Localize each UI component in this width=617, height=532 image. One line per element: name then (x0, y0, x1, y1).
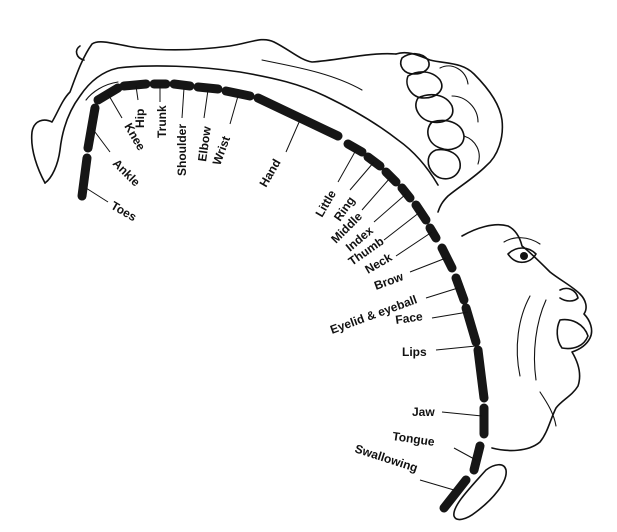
segment-brow (437, 243, 457, 273)
label-trunk: Trunk (155, 105, 169, 138)
mouth-outline (556, 318, 589, 350)
label-jaw: Jaw (412, 405, 435, 419)
segment-eyelid (451, 273, 469, 305)
leg-trunk-arm-outline (30, 38, 397, 184)
leader-ankle (91, 127, 111, 153)
face-profile (461, 223, 593, 452)
label-lips: Lips (402, 345, 427, 359)
leader-hand (285, 119, 301, 153)
leader-neck (395, 231, 433, 257)
finger-4 (427, 119, 465, 151)
leader-ring (349, 161, 375, 191)
segment-little (343, 139, 367, 157)
segment-thumb (411, 200, 431, 225)
leader-brow (409, 257, 447, 273)
label-wrist: Wrist (210, 134, 233, 167)
segment-middle (381, 167, 401, 187)
leader-toes (85, 187, 109, 203)
cheek-line-1 (516, 295, 531, 377)
eye-outline (507, 247, 537, 264)
hand-outline (395, 51, 504, 213)
leader-middle (361, 177, 391, 211)
segment-swallowing (439, 475, 471, 513)
leader-eyelid (425, 287, 459, 299)
finger-5 (427, 148, 461, 180)
finger-1 (399, 52, 430, 75)
segment-elbow (193, 82, 223, 94)
leader-index (373, 193, 407, 223)
finger-2 (406, 71, 443, 99)
label-tongue: Tongue (392, 429, 436, 449)
segment-face (461, 303, 481, 347)
finger-tips (439, 65, 480, 165)
label-swallowing: Swallowing (353, 442, 419, 476)
foot-outline (75, 45, 85, 61)
leader-wrist (229, 95, 239, 125)
leader-swallowing (419, 479, 455, 491)
nose-outline (559, 287, 579, 302)
label-hip: Hip (133, 109, 147, 128)
cortex-segments (77, 79, 489, 513)
segment-tongue (469, 441, 485, 475)
limb-inner-outline (44, 65, 439, 186)
leader-jaw (441, 411, 483, 417)
body-outline (30, 38, 504, 213)
leader-little (337, 149, 357, 183)
leader-hip (135, 85, 139, 101)
leader-tongue (453, 447, 477, 461)
segment-ankle (83, 103, 100, 153)
face-outline (461, 223, 593, 452)
segment-hip (119, 79, 151, 91)
label-elbow: Elbow (195, 125, 214, 163)
cheek-line-2 (533, 299, 547, 381)
label-ankle: Ankle (110, 156, 143, 189)
segment-neck (425, 223, 441, 243)
leader-elbow (203, 89, 209, 119)
segment-hand (253, 93, 343, 141)
segment-lips (473, 345, 489, 403)
eyeball (520, 252, 528, 260)
labels: Toes Ankle Knee Hip Trunk Shoulder Elbow… (109, 105, 436, 475)
label-hand: Hand (256, 157, 283, 190)
arm-detail (261, 59, 363, 91)
thigh-detail (85, 81, 119, 101)
label-face: Face (394, 309, 423, 327)
label-brow: Brow (372, 269, 406, 293)
leader-thumb (383, 211, 421, 241)
segment-ring (363, 152, 385, 171)
segment-index (397, 183, 415, 203)
leader-shoulder (181, 87, 185, 119)
label-shoulder: Shoulder (175, 124, 189, 176)
segment-wrist (221, 86, 255, 101)
leader-lines (85, 85, 483, 491)
leader-knee (107, 93, 123, 119)
segment-shoulder (169, 79, 195, 91)
segment-toes (77, 153, 92, 201)
finger-3 (415, 93, 454, 124)
jaw-line (539, 391, 557, 427)
leader-face (431, 311, 469, 319)
eyebrow (503, 237, 541, 245)
label-toes: Toes (109, 198, 140, 224)
tongue-shape (453, 463, 507, 521)
leader-lips (435, 345, 477, 351)
fingers (399, 52, 480, 180)
